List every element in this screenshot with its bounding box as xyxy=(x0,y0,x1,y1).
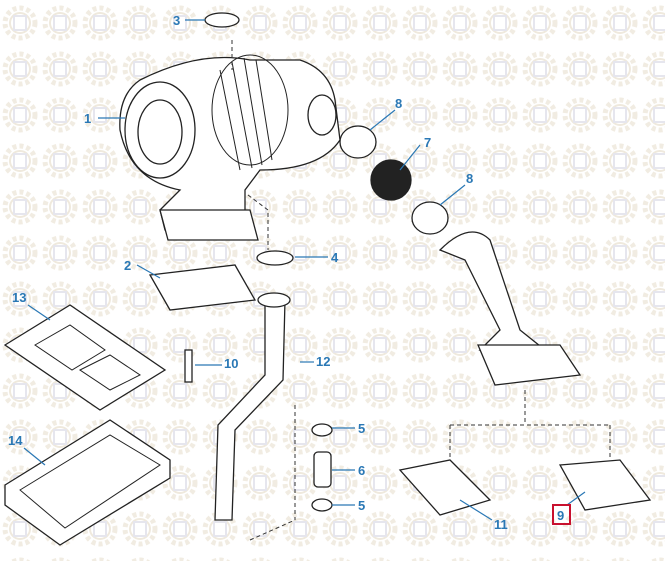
clamp-5-upper xyxy=(311,423,333,437)
turbocharger xyxy=(119,40,341,250)
elbow-flange xyxy=(477,344,582,386)
callout-2: 2 xyxy=(124,258,131,273)
callout-10: 10 xyxy=(224,356,238,371)
callout-3: 3 xyxy=(173,13,180,28)
callout-14: 14 xyxy=(8,433,23,448)
hose-6 xyxy=(313,451,332,488)
callout-11: 11 xyxy=(494,517,508,532)
callout-8-lower: 8 xyxy=(466,171,473,186)
gasket-9 xyxy=(558,459,652,511)
clamp-8-upper xyxy=(339,125,377,159)
callout-7: 7 xyxy=(424,135,431,150)
clamp-5-lower xyxy=(311,498,333,512)
callout-8-upper: 8 xyxy=(395,96,402,111)
hose-7 xyxy=(370,159,412,201)
gasket-11 xyxy=(398,459,492,516)
gasket-2 xyxy=(148,264,257,311)
callout-12: 12 xyxy=(316,354,330,369)
highlight-box-9 xyxy=(552,504,571,525)
callout-4: 4 xyxy=(331,250,339,265)
gasket-3 xyxy=(204,12,240,28)
overhaul-kit-14 xyxy=(4,419,171,546)
callout-1: 1 xyxy=(84,111,91,126)
callout-5-upper: 5 xyxy=(358,421,365,436)
callout-6: 6 xyxy=(358,463,365,478)
callout-5-lower: 5 xyxy=(358,498,365,513)
oil-drain-tube-12 xyxy=(214,299,286,521)
stud-10 xyxy=(184,349,193,383)
leader-lines xyxy=(23,19,586,521)
callout-13: 13 xyxy=(12,290,26,305)
gasket-4 xyxy=(256,250,294,266)
clamp-8-lower xyxy=(411,201,449,235)
callout-9[interactable]: 9 xyxy=(557,508,564,523)
